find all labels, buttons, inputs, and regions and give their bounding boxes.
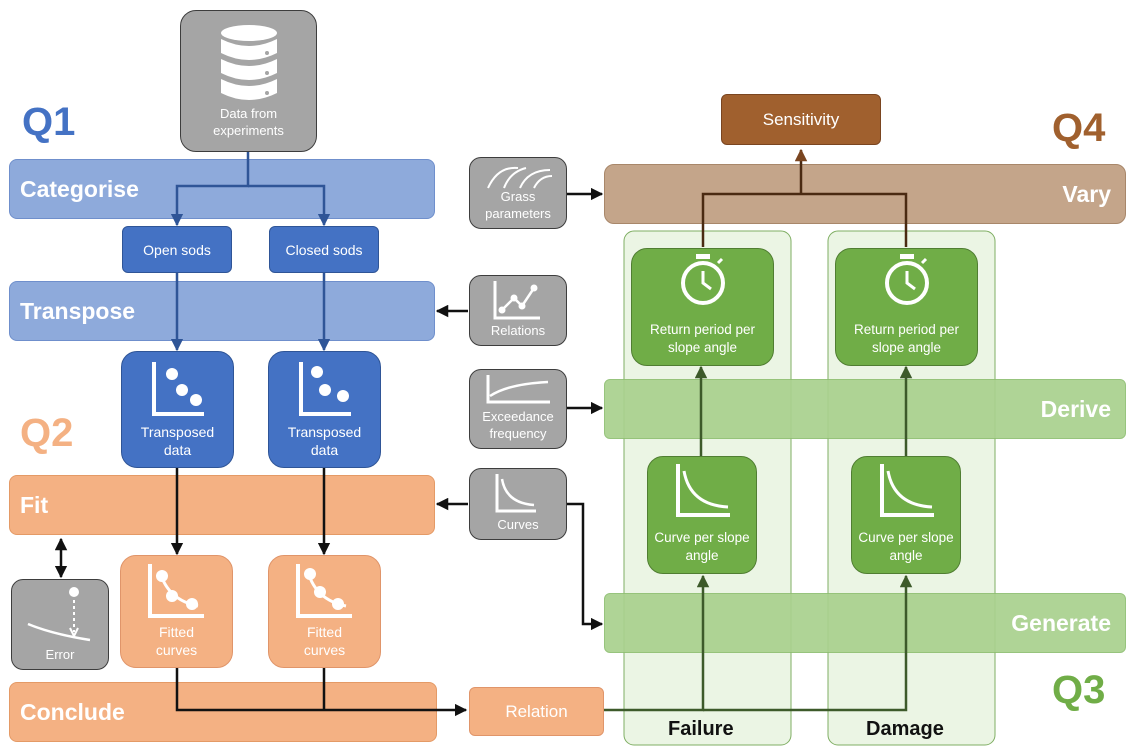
damage-column-label: Damage	[866, 718, 944, 740]
exceedance-frequency-node: Exceedance frequency	[469, 369, 567, 449]
error-label: Error	[45, 647, 75, 662]
fitted-curves-node-closed: Fitted curves	[268, 555, 381, 668]
exceedance-curve-icon	[486, 375, 550, 404]
stopwatch-icon	[885, 254, 929, 305]
return-period-node-damage: Return period per slope angle	[835, 248, 978, 366]
q1-label: Q1	[22, 100, 76, 144]
derive-band: Derive	[604, 379, 1126, 439]
return-period-label-failure: Return period per slope angle	[649, 322, 756, 355]
relation-node: Relation	[469, 687, 604, 736]
decay-curve-icon	[880, 464, 934, 517]
conclude-band: Conclude	[9, 682, 437, 742]
curve-per-slope-label-failure: Curve per slope angle	[654, 530, 750, 563]
vary-label: Vary	[1062, 180, 1111, 207]
error-icon	[27, 587, 91, 642]
q3-label: Q3	[1052, 668, 1106, 712]
relations-node: Relations	[469, 275, 567, 346]
q2-label: Q2	[20, 411, 74, 455]
vary-band: Vary	[604, 164, 1126, 224]
q4-label: Q4	[1052, 106, 1106, 150]
grass-icon	[487, 166, 553, 189]
generate-band: Generate	[604, 593, 1126, 653]
sensitivity-label: Sensitivity	[762, 109, 840, 129]
return-period-label-damage: Return period per slope angle	[853, 322, 960, 355]
grass-parameters-node: Grass parameters	[469, 157, 567, 229]
database-icon	[221, 25, 277, 100]
generate-label: Generate	[1011, 609, 1111, 636]
exceedance-frequency-label: Exceedance frequency	[482, 409, 554, 441]
curve-per-slope-label-damage: Curve per slope angle	[858, 530, 954, 563]
decay-curve-icon	[495, 474, 536, 513]
transposed-data-node-open: Transposed data	[121, 351, 234, 468]
decay-curve-icon	[676, 464, 730, 517]
fit-band: Fit	[9, 475, 435, 535]
return-period-node-failure: Return period per slope angle	[631, 248, 774, 366]
fitted-curve-icon	[148, 564, 204, 618]
derive-label: Derive	[1040, 395, 1111, 422]
curve-per-slope-node-damage: Curve per slope angle	[851, 456, 961, 574]
data-from-experiments-label: Data from experiments	[213, 106, 284, 138]
categorise-band: Categorise	[9, 159, 435, 219]
transpose-label: Transpose	[20, 297, 136, 324]
curves-node: Curves	[469, 468, 567, 540]
transposed-data-label-closed: Transposed data	[287, 424, 362, 458]
transposed-data-node-closed: Transposed data	[268, 351, 381, 468]
transposed-data-label-open: Transposed data	[140, 424, 215, 458]
sensitivity-node: Sensitivity	[721, 94, 881, 145]
fitted-curves-label-closed: Fitted curves	[303, 624, 346, 658]
transpose-band: Transpose	[9, 281, 435, 341]
stopwatch-icon	[681, 254, 725, 305]
grass-parameters-label: Grass parameters	[485, 189, 551, 221]
open-sods-node: Open sods	[122, 226, 232, 273]
closed-sods-node: Closed sods	[269, 226, 379, 273]
relation-label: Relation	[505, 701, 568, 721]
failure-column-label: Failure	[668, 718, 734, 740]
scatter-plot-icon	[299, 362, 351, 416]
fit-label: Fit	[20, 491, 49, 518]
fitted-curves-node-open: Fitted curves	[120, 555, 233, 668]
conclude-label: Conclude	[20, 698, 125, 725]
curves-label: Curves	[497, 517, 539, 532]
data-from-experiments-node: Data from experiments	[180, 10, 317, 152]
relations-label: Relations	[490, 323, 546, 338]
error-node: Error	[11, 579, 109, 670]
open-sods-label: Open sods	[143, 241, 211, 258]
line-chart-icon	[493, 281, 540, 320]
curve-per-slope-node-failure: Curve per slope angle	[647, 456, 757, 574]
scatter-plot-icon	[152, 362, 204, 416]
fitted-curves-label-open: Fitted curves	[155, 624, 198, 658]
categorise-label: Categorise	[20, 175, 139, 202]
closed-sods-label: Closed sods	[285, 241, 363, 258]
fitted-curve-icon	[296, 564, 352, 618]
